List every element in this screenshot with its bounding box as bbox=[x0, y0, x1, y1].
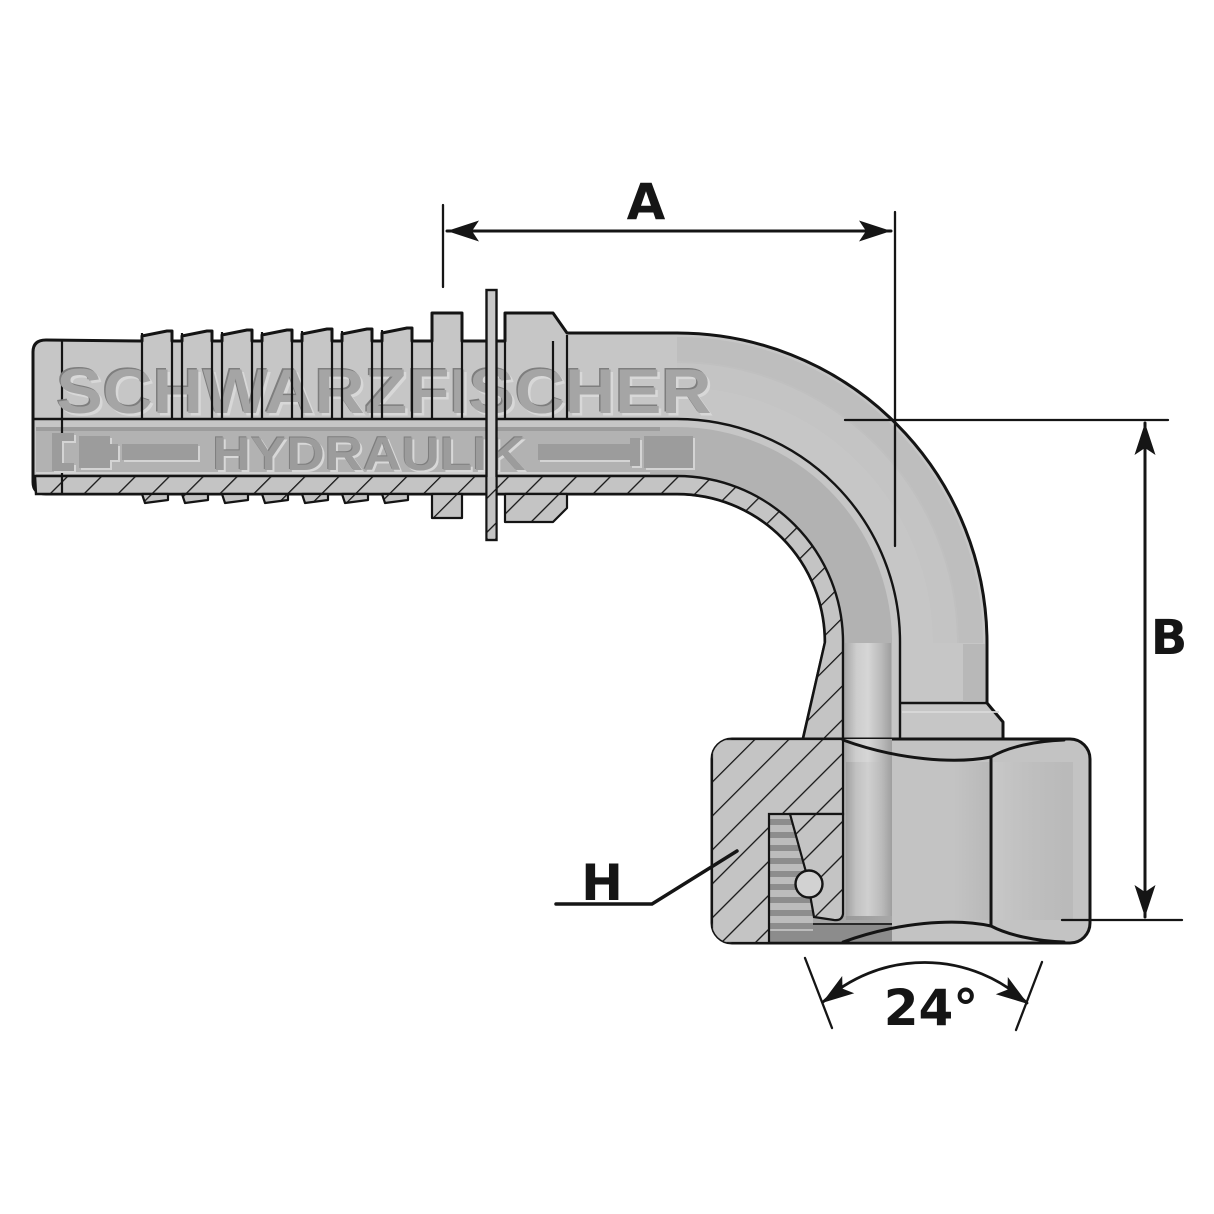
nut-section-hatch-left bbox=[712, 739, 845, 943]
lower-barb-teeth bbox=[140, 492, 569, 524]
h-leader-line bbox=[554, 849, 739, 906]
watermark-line2: HYDRAULIK HYDRAULIK HYDRAULIK bbox=[212, 426, 528, 482]
h-callout bbox=[554, 849, 739, 906]
bore-step-line bbox=[31, 417, 902, 741]
label-seat-angle: 24° bbox=[884, 979, 979, 1037]
elbow-shading-inner bbox=[676, 361, 959, 644]
watermark-line1-mid: SCHWARZFISCHER bbox=[57, 357, 712, 427]
fitting-body bbox=[31, 311, 1005, 741]
arrow-angle-left bbox=[815, 976, 855, 1012]
label-dim-b: B bbox=[1151, 610, 1188, 666]
watermark-line1: SCHWARZFISCHER SCHWARZFISCHER SCHWARZFIS… bbox=[55, 356, 714, 430]
angle-arc bbox=[821, 961, 1029, 1005]
watermark-line2-mid: HYDRAULIK bbox=[213, 427, 526, 480]
recessed-band bbox=[36, 427, 892, 739]
right-bracket-bar bbox=[538, 438, 640, 466]
hex-facet-shade-right bbox=[993, 762, 1073, 920]
angle-tick-left bbox=[803, 956, 834, 1030]
angle-annotation bbox=[803, 956, 1044, 1032]
barb-edge-lines bbox=[140, 330, 569, 419]
watermark-line2-dark: HYDRAULIK bbox=[212, 426, 525, 479]
annotation-labels: A B H 24° bbox=[581, 173, 1187, 1037]
hex-facet-shade-left bbox=[846, 762, 989, 920]
hex-facet-lines bbox=[841, 738, 1066, 944]
watermark-line1-light: SCHWARZFISCHER bbox=[59, 360, 714, 430]
bracket-shapes bbox=[52, 433, 693, 471]
tube-shade bbox=[963, 644, 985, 702]
elbow-shading-outer bbox=[676, 337, 983, 644]
angle-tick-right bbox=[1014, 960, 1044, 1032]
lower-collar-1 bbox=[430, 492, 464, 520]
dimension-b bbox=[843, 418, 1184, 922]
swivel-nut bbox=[710, 737, 1092, 945]
stop-disc bbox=[485, 288, 498, 542]
left-bracket bbox=[52, 433, 74, 471]
right-bracket-block bbox=[644, 436, 693, 468]
dimension-a bbox=[441, 203, 897, 548]
annotations bbox=[441, 203, 1184, 1032]
left-bracket-block bbox=[79, 436, 118, 468]
bore-highlight-leg bbox=[845, 643, 891, 739]
o-ring bbox=[794, 869, 824, 899]
lower-collar-2 bbox=[503, 492, 569, 524]
label-dim-h: H bbox=[581, 854, 623, 912]
watermark-brackets bbox=[52, 433, 695, 473]
label-dim-a: A bbox=[627, 173, 666, 231]
left-bracket-bar bbox=[122, 444, 198, 460]
watermark-line2-light: HYDRAULIK bbox=[215, 429, 528, 482]
nut-section-hatch-wedge bbox=[788, 812, 845, 922]
